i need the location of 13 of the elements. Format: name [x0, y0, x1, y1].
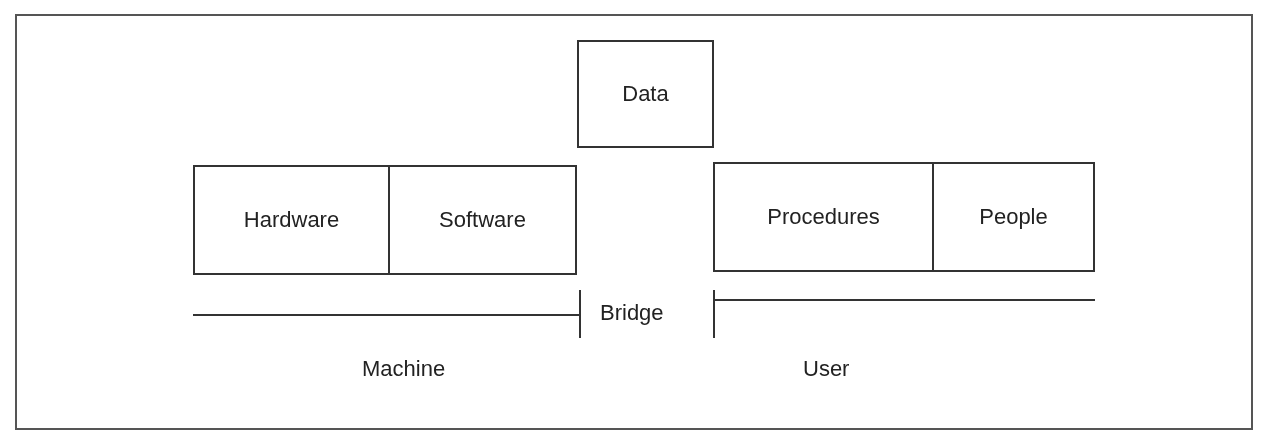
component-box: [577, 40, 714, 148]
group-label: User: [803, 356, 850, 382]
component-box: [932, 162, 1095, 272]
group-label: Machine: [362, 356, 446, 382]
component-box: [193, 165, 390, 275]
component-box: [388, 165, 577, 275]
component-label: Procedures: [767, 204, 880, 230]
component-label: People: [979, 204, 1048, 230]
component-label: Hardware: [243, 207, 340, 233]
component-label: Data: [622, 81, 669, 107]
component-box: [713, 162, 934, 272]
bridge-label: Bridge: [600, 300, 664, 326]
component-label: Software: [439, 207, 526, 233]
